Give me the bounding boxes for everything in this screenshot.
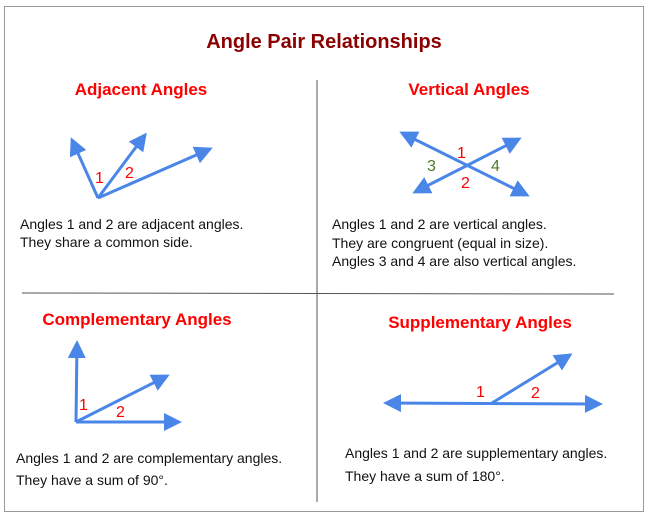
arrow-ray bbox=[69, 137, 100, 199]
vertical-text-2: They are congruent (equal in size). bbox=[332, 235, 548, 251]
angle-label-2: 2 bbox=[116, 404, 125, 421]
outer-border bbox=[4, 6, 644, 512]
complementary-text-1: Angles 1 and 2 are complementary angles. bbox=[16, 450, 282, 466]
supplementary-text-1: Angles 1 and 2 are supplementary angles. bbox=[345, 445, 607, 461]
vertical-text-3: Angles 3 and 4 are also vertical angles. bbox=[332, 253, 576, 269]
arrow-ray bbox=[96, 132, 147, 199]
supplementary-text-2: They have a sum of 180°. bbox=[345, 468, 505, 484]
complementary-angles-figure: 1 2 bbox=[67, 340, 182, 431]
horizontal-divider bbox=[21, 292, 615, 295]
vertical-text-1: Angles 1 and 2 are vertical angles. bbox=[332, 216, 547, 232]
adjacent-text-2: They share a common side. bbox=[20, 234, 193, 250]
vertical-heading: Vertical Angles bbox=[408, 80, 529, 99]
vertical-angles-figure: 1 2 3 4 bbox=[399, 131, 530, 197]
adjacent-text-1: Angles 1 and 2 are adjacent angles. bbox=[20, 216, 243, 232]
arrow-ray bbox=[75, 374, 170, 424]
angle-label-1: 1 bbox=[457, 145, 466, 162]
arrow-ray bbox=[97, 146, 213, 200]
angle-label-2: 2 bbox=[461, 175, 470, 192]
supplementary-angles-figure: 1 2 bbox=[383, 353, 603, 413]
arrow-ray bbox=[491, 353, 573, 405]
angle-label-2: 2 bbox=[531, 385, 540, 402]
angle-label-1: 1 bbox=[79, 397, 88, 414]
adjacent-angles-figure: 1 2 bbox=[69, 132, 213, 200]
page-title: Angle Pair Relationships bbox=[206, 31, 442, 53]
angle-label-4: 4 bbox=[491, 158, 500, 175]
angle-label-3: 3 bbox=[427, 158, 436, 175]
adjacent-heading: Adjacent Angles bbox=[75, 80, 208, 99]
complementary-heading: Complementary Angles bbox=[42, 310, 231, 329]
arrow-ray bbox=[67, 340, 86, 423]
angle-label-1: 1 bbox=[476, 384, 485, 401]
supplementary-heading: Supplementary Angles bbox=[388, 313, 572, 332]
complementary-text-2: They have a sum of 90°. bbox=[16, 472, 168, 488]
angle-label-1: 1 bbox=[95, 170, 104, 187]
arrow-line bbox=[412, 137, 522, 194]
angle-label-2: 2 bbox=[125, 165, 134, 182]
